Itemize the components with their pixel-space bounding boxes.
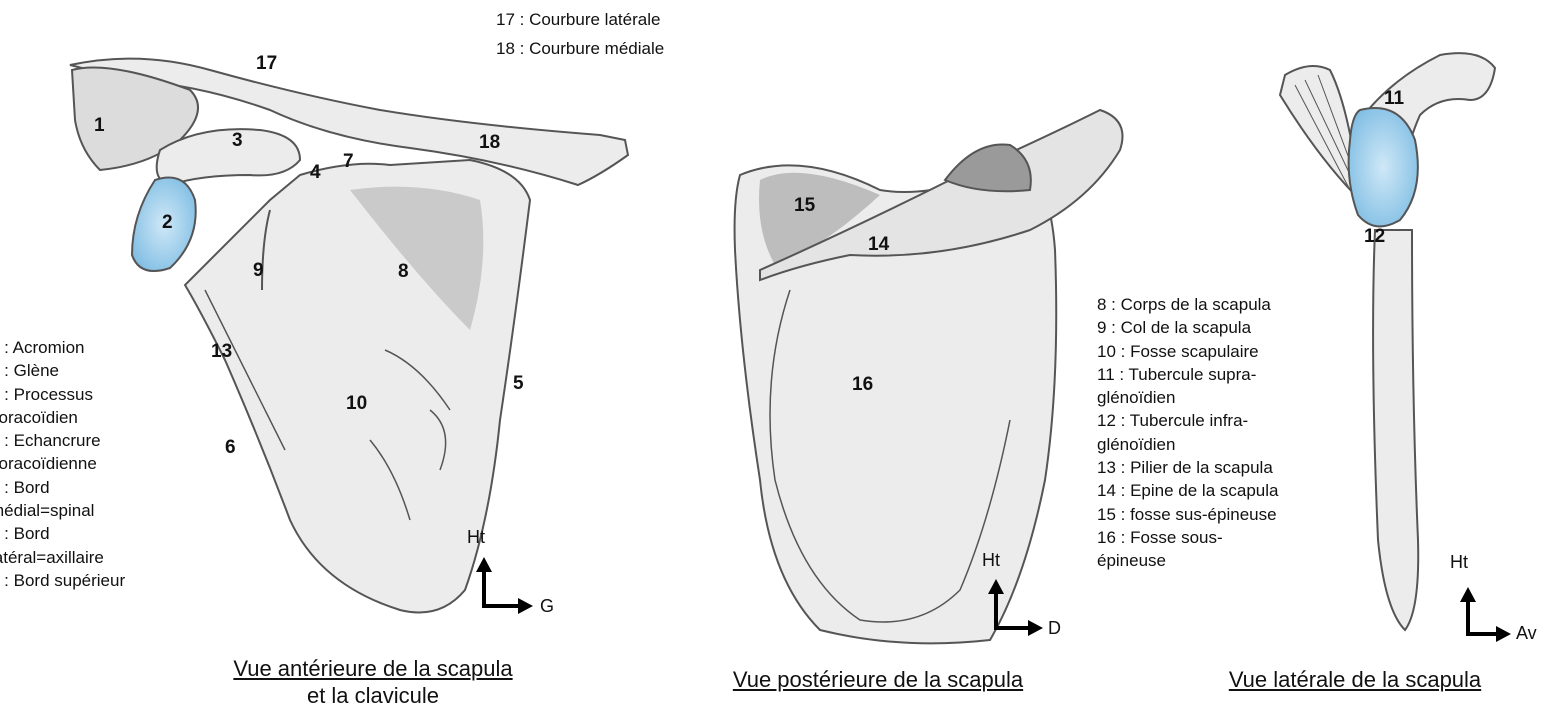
label-11: 11 xyxy=(1384,88,1404,110)
legend-left-item: 4 : Echancrure xyxy=(0,429,205,452)
legend-left-item: 1 : Acromion xyxy=(0,336,205,359)
legend-right-item: 11 : Tubercule supra- xyxy=(1097,363,1278,386)
label-14: 14 xyxy=(868,234,889,256)
legend-right-item: 9 : Col de la scapula xyxy=(1097,316,1278,339)
label-7: 7 xyxy=(343,151,354,173)
legend-right-item: 10 : Fosse scapulaire xyxy=(1097,340,1278,363)
legend-right-item: 15 : fosse sus-épineuse xyxy=(1097,503,1278,526)
legend-right-item: épineuse xyxy=(1097,549,1278,572)
legend-right-item: 12 : Tubercule infra- xyxy=(1097,409,1278,432)
caption-anterior: Vue antérieure de la scapula et la clavi… xyxy=(193,655,553,709)
label-18: 18 xyxy=(479,132,500,154)
legend-top-item: 18 : Courbure médiale xyxy=(496,34,664,63)
label-1: 1 xyxy=(94,115,105,137)
legend-right-item: 14 : Epine de la scapula xyxy=(1097,479,1278,502)
legend-top: 17 : Courbure latérale 18 : Courbure méd… xyxy=(496,5,664,63)
legend-right-item: 13 : Pilier de la scapula xyxy=(1097,456,1278,479)
label-13: 13 xyxy=(211,341,232,363)
legend-right-item: 16 : Fosse sous- xyxy=(1097,526,1278,549)
caption-lateral-text: Vue latérale de la scapula xyxy=(1185,666,1525,693)
caption-posterior: Vue postérieure de la scapula xyxy=(693,666,1063,693)
label-12: 12 xyxy=(1364,226,1385,248)
legend-left-item: 3 : Processus xyxy=(0,383,205,406)
label-8: 8 xyxy=(398,261,409,283)
label-2: 2 xyxy=(162,212,173,234)
label-15: 15 xyxy=(794,195,815,217)
lateral-axis-up-label: Ht xyxy=(1450,552,1468,573)
glenoid-lateral xyxy=(1349,108,1418,226)
label-6: 6 xyxy=(225,437,236,459)
lateral-axis-right-label: Av xyxy=(1516,623,1551,644)
label-17: 17 xyxy=(256,53,277,75)
posterior-axis-up-label: Ht xyxy=(982,550,1000,571)
label-3: 3 xyxy=(232,130,243,152)
legend-left-item: médial=spinal xyxy=(0,499,205,522)
legend-left-item: coracoïdien xyxy=(0,406,205,429)
legend-right-item: glénoïdien xyxy=(1097,433,1278,456)
label-9: 9 xyxy=(253,260,264,282)
lateral-shaft xyxy=(1373,230,1418,630)
caption-lateral: Vue latérale de la scapula xyxy=(1185,666,1525,693)
label-4: 4 xyxy=(310,162,321,184)
legend-right-item: 8 : Corps de la scapula xyxy=(1097,293,1278,316)
legend-left: 1 : Acromion 2 : Glène 3 : Processus cor… xyxy=(0,336,205,592)
legend-left-item: latéral=axillaire xyxy=(0,546,205,569)
posterior-axis-right-label: D xyxy=(1048,618,1061,639)
caption-posterior-text: Vue postérieure de la scapula xyxy=(693,666,1063,693)
label-16: 16 xyxy=(852,374,873,396)
legend-left-item: coracoïdienne xyxy=(0,452,205,475)
legend-top-item: 17 : Courbure latérale xyxy=(496,5,664,34)
legend-right: 8 : Corps de la scapula 9 : Col de la sc… xyxy=(1097,293,1278,573)
legend-left-item: 2 : Glène xyxy=(0,359,205,382)
anterior-axis-up-label: Ht xyxy=(467,527,485,548)
legend-right-item: glénoïdien xyxy=(1097,386,1278,409)
label-10: 10 xyxy=(346,393,367,415)
legend-left-item: 5 : Bord xyxy=(0,476,205,499)
legend-left-item: 7 : Bord supérieur xyxy=(0,569,205,592)
posterior-view-drawing xyxy=(735,110,1123,643)
label-5: 5 xyxy=(513,373,524,395)
lateral-view-drawing xyxy=(1280,53,1495,630)
caption-anterior-line1: Vue antérieure de la scapula xyxy=(193,655,553,682)
legend-left-item: 6 : Bord xyxy=(0,522,205,545)
caption-anterior-line2: et la clavicule xyxy=(193,682,553,709)
anterior-axis-right-label: G xyxy=(540,596,554,617)
